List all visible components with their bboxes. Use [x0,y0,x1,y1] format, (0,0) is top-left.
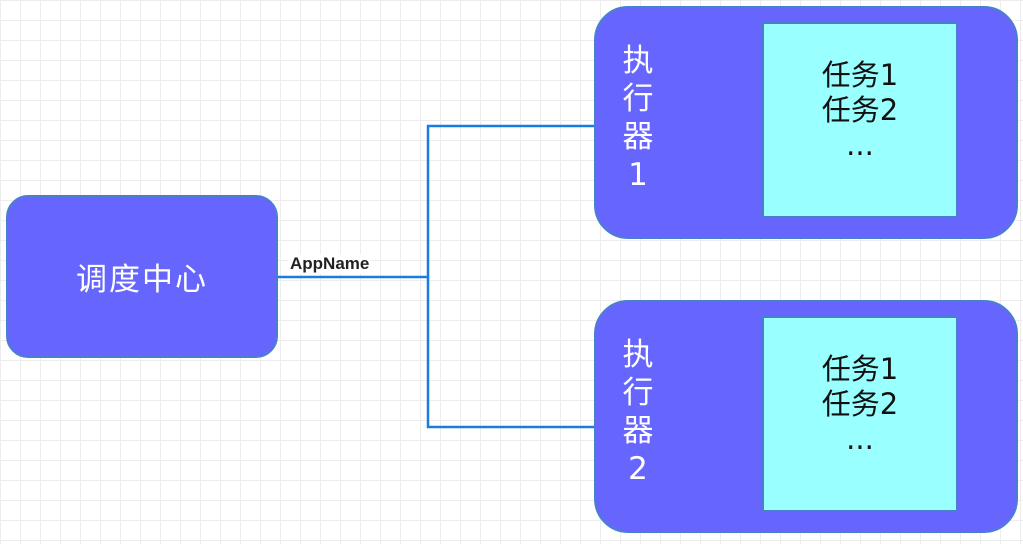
executor-node-2[interactable]: 执 行 器 2 任务1 任务2 ... [594,300,1018,533]
edge-label-appname: AppName [288,254,372,274]
scheduler-node[interactable]: 调度中心 [6,195,278,358]
executor-title-char: 1 [628,157,648,193]
executor-title-char: 执 [622,337,654,373]
executor-1-task-list[interactable]: 任务1 任务2 ... [762,22,958,218]
executor-node-1[interactable]: 执 行 器 1 任务1 任务2 ... [594,6,1018,239]
executor-title-char: 执 [622,43,654,79]
connector-to-executor-1 [264,124,596,279]
connector-to-executor-2 [426,277,596,429]
task-item: 任务1 [821,352,899,386]
task-item: 任务1 [821,58,899,92]
executor-title-char: 2 [628,451,648,487]
executor-1-title: 执 行 器 1 [608,42,668,194]
executor-2-title: 执 行 器 2 [608,336,668,488]
scheduler-label: 调度中心 [76,262,208,298]
executor-title-char: 器 [622,413,654,449]
executor-2-task-list[interactable]: 任务1 任务2 ... [762,316,958,512]
executor-title-char: 器 [622,119,654,155]
task-item-ellipsis: ... [846,422,874,456]
task-item: 任务2 [821,387,899,421]
task-item: 任务2 [821,93,899,127]
task-item-ellipsis: ... [846,128,874,162]
executor-title-char: 行 [622,81,654,117]
executor-title-char: 行 [622,375,654,411]
